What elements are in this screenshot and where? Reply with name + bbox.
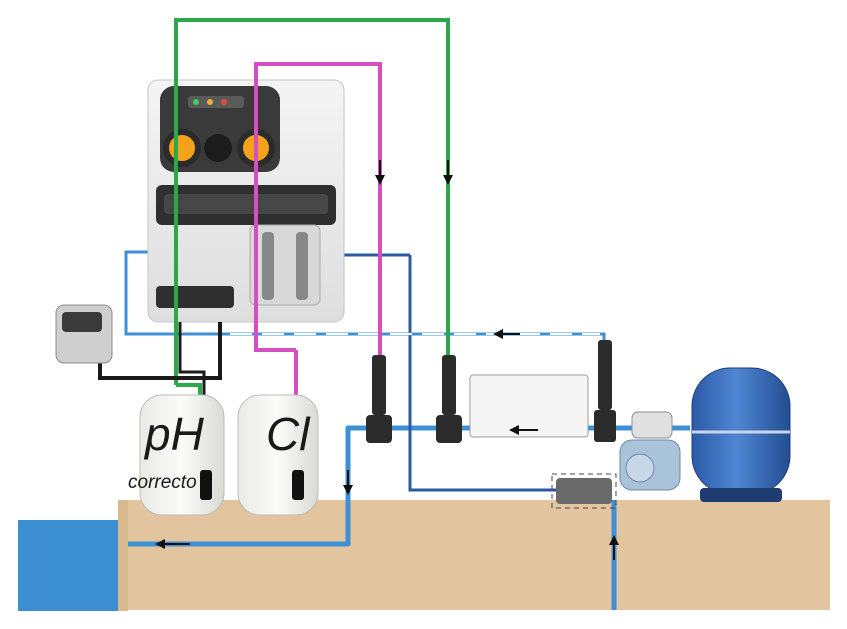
controller-unit	[147, 79, 345, 323]
injection-valve-ph	[436, 355, 462, 443]
circulation-pump	[619, 411, 681, 491]
valve-ph-body	[436, 415, 462, 443]
sample-line-bottom	[408, 255, 556, 492]
pool-edge	[118, 500, 128, 611]
cl-tank-label: Cl	[266, 408, 311, 460]
ph-tank-sublabel: correcto	[128, 472, 197, 493]
probe-a	[262, 232, 274, 300]
heat-exchanger	[469, 374, 589, 438]
exchanger-body	[469, 374, 589, 438]
timer-plug	[55, 304, 113, 364]
controller-bar-inner	[164, 194, 328, 214]
status-leds	[188, 96, 244, 108]
flow-cell	[249, 224, 321, 306]
controller-slot	[156, 286, 234, 308]
ph-pump-foot	[200, 470, 212, 500]
right-valve-body	[594, 410, 616, 442]
sample-valve-outline	[551, 473, 617, 509]
valve-cl-top	[372, 355, 386, 415]
sand-filter	[691, 367, 791, 502]
led-amber	[207, 99, 213, 105]
pool-water	[18, 520, 128, 611]
ph-pump-head	[163, 129, 201, 167]
control-cable	[98, 322, 222, 380]
led-green	[193, 99, 199, 105]
sample-valve-body	[556, 478, 612, 504]
pump-impeller	[625, 453, 655, 483]
ground	[126, 500, 830, 610]
led-red	[221, 99, 227, 105]
right-valve	[594, 340, 616, 442]
right-valve-top	[598, 340, 612, 410]
ph-tank-label: pH	[143, 408, 205, 460]
valve-cl-body	[366, 415, 392, 443]
cl-tank: Cl	[237, 394, 319, 516]
ph-tank: pH correcto	[128, 394, 225, 516]
cl-pump-foot	[292, 470, 304, 500]
timer-face	[62, 312, 102, 332]
sample-valve	[551, 473, 617, 509]
ph-dosing-line	[174, 18, 450, 420]
center-knob	[204, 134, 232, 162]
valve-ph-top	[442, 355, 456, 415]
probe-b	[296, 232, 308, 300]
injection-valve-cl	[366, 355, 392, 443]
pump-valve	[631, 411, 673, 439]
filter-base	[700, 488, 782, 502]
